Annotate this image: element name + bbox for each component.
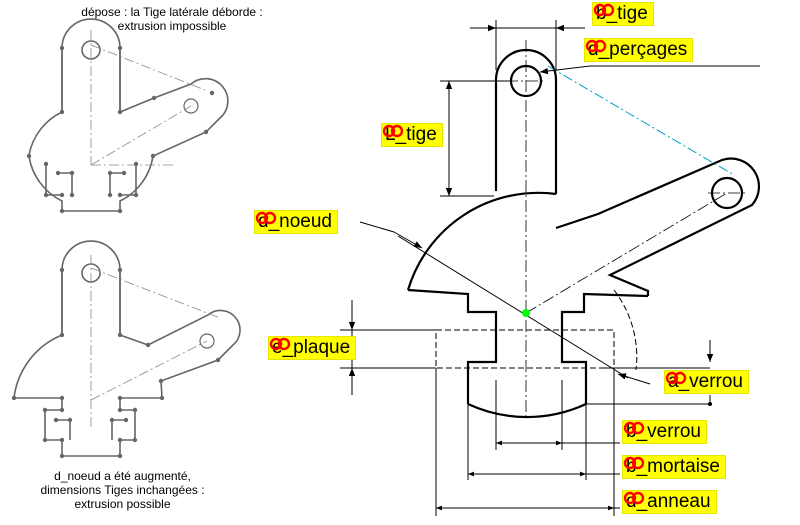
linked-rings-icon	[623, 421, 645, 435]
param-label: e_plaque	[272, 337, 351, 358]
param-label: b_tige	[596, 3, 648, 24]
plaque-outline	[435, 329, 615, 369]
linked-rings-icon	[623, 456, 645, 470]
param-a-verrou[interactable]: a_verrou	[664, 370, 749, 394]
param-e-plaque[interactable]: e_plaque	[268, 336, 357, 360]
linked-rings-icon	[585, 39, 607, 53]
linked-rings-icon	[623, 491, 645, 505]
param-l-tige[interactable]: L_tige	[381, 123, 443, 147]
main-centerlines	[506, 40, 746, 418]
a-verrou-dot	[708, 402, 712, 406]
param-label: d_noeud	[258, 211, 332, 232]
caption-bottom: d_noeud a été augmenté, dimensions Tiges…	[40, 469, 205, 511]
param-b-tige[interactable]: b_tige	[592, 2, 654, 26]
sketch-bottom-centerlines	[90, 255, 221, 430]
param-label: d_perçages	[588, 39, 688, 60]
sketch-top-points	[26, 45, 215, 214]
param-label: b_verrou	[626, 421, 701, 442]
linked-rings-icon	[382, 124, 404, 138]
sketch-top-centerlines	[90, 30, 206, 166]
tangent-line	[547, 65, 735, 176]
param-label: d_anneau	[626, 491, 711, 512]
caption-top: dépose : la Tige latérale déborde : extr…	[81, 5, 263, 33]
sketch-bottom	[13, 240, 241, 457]
main-part-outline	[406, 48, 761, 419]
sketch-bottom-points	[11, 267, 221, 459]
param-d-percages[interactable]: d_perçages	[584, 38, 694, 62]
node-diameter-line	[397, 235, 629, 379]
linked-rings-icon	[593, 3, 615, 17]
sketch-top	[28, 18, 229, 212]
linked-rings-icon	[255, 211, 277, 225]
param-label: b_mortaise	[626, 456, 720, 477]
center-point	[522, 309, 530, 317]
param-b-mortaise[interactable]: b_mortaise	[622, 455, 726, 479]
param-b-verrou[interactable]: b_verrou	[622, 420, 707, 444]
param-d-noeud[interactable]: d_noeud	[254, 210, 338, 234]
param-label: L_tige	[385, 124, 437, 145]
anneau-arc	[613, 289, 638, 371]
linked-rings-icon	[269, 337, 291, 351]
param-label: a_verrou	[668, 371, 743, 392]
linked-rings-icon	[665, 371, 687, 385]
param-d-anneau[interactable]: d_anneau	[622, 490, 717, 514]
